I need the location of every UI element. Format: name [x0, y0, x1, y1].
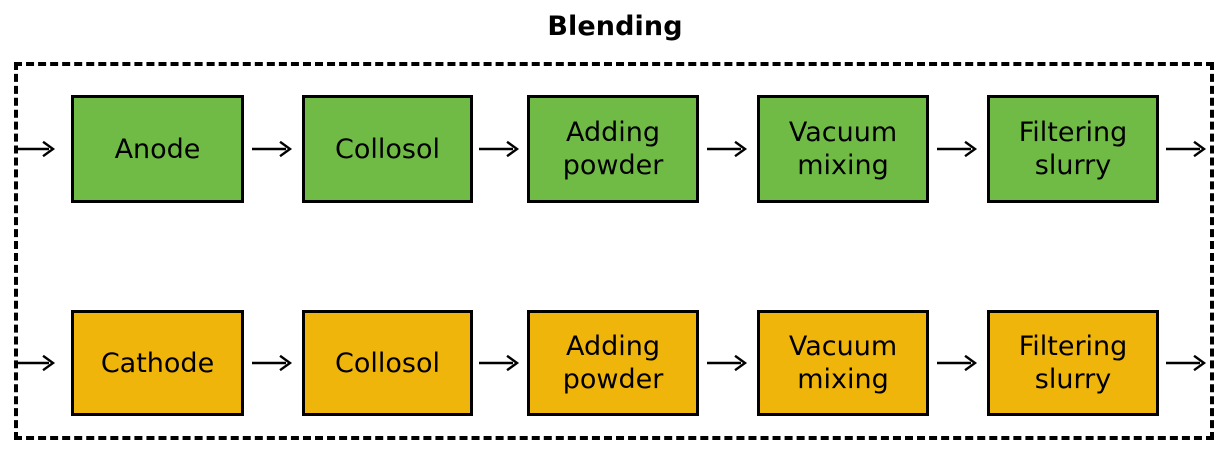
process-step-label-line1: Vacuum: [788, 331, 898, 362]
arrow-right-icon: [1159, 137, 1215, 161]
process-step-label-line2: slurry: [1034, 150, 1112, 181]
process-step-cathode[interactable]: Cathode: [71, 310, 244, 416]
process-step-label-line1: Adding: [565, 331, 661, 362]
arrow-right-icon: [473, 351, 527, 375]
process-step-vacuum-mixing[interactable]: Vacuum mixing: [757, 95, 929, 203]
arrow-right-icon: [929, 137, 987, 161]
process-step-label: Anode: [114, 133, 201, 165]
arrow-right-icon: [1159, 351, 1215, 375]
row-lead-space: [0, 351, 71, 375]
process-step-label-line2: powder: [562, 364, 664, 395]
row-lead-space: [0, 137, 71, 161]
arrow-right-icon: [244, 351, 302, 375]
process-step-label-line1: Filtering: [1018, 331, 1128, 362]
process-step-label: Cathode: [100, 347, 215, 379]
process-step-collosol[interactable]: Collosol: [302, 95, 473, 203]
cathode-process-row: Cathode Collosol Adding powder: [0, 310, 1230, 416]
process-step-anode[interactable]: Anode: [71, 95, 244, 203]
process-step-adding-powder[interactable]: Adding powder: [527, 310, 699, 416]
anode-process-row: Anode Collosol Adding powder: [0, 95, 1230, 203]
process-step-adding-powder[interactable]: Adding powder: [527, 95, 699, 203]
arrow-right-icon: [929, 351, 987, 375]
process-step-filtering-slurry[interactable]: Filtering slurry: [987, 95, 1159, 203]
arrow-right-icon: [473, 137, 527, 161]
process-step-label-line2: powder: [562, 150, 664, 181]
blending-stage-boundary: [14, 62, 1214, 440]
arrow-right-icon: [699, 137, 757, 161]
process-step-label-line2: mixing: [797, 364, 889, 395]
process-step-label: Collosol: [335, 133, 440, 165]
process-step-label-line1: Adding: [565, 117, 661, 148]
process-step-label-line2: slurry: [1034, 364, 1112, 395]
process-step-filtering-slurry[interactable]: Filtering slurry: [987, 310, 1159, 416]
process-step-label-line2: mixing: [797, 150, 889, 181]
process-step-label-line1: Filtering: [1018, 117, 1128, 148]
arrow-right-icon: [244, 137, 302, 161]
process-step-vacuum-mixing[interactable]: Vacuum mixing: [757, 310, 929, 416]
diagram-title: Blending: [547, 11, 683, 42]
arrow-right-icon: [699, 351, 757, 375]
process-step-label-line1: Vacuum: [788, 117, 898, 148]
process-step-collosol[interactable]: Collosol: [302, 310, 473, 416]
arrow-right-icon: [13, 137, 59, 161]
arrow-right-icon: [13, 351, 59, 375]
process-step-label: Collosol: [335, 347, 440, 379]
